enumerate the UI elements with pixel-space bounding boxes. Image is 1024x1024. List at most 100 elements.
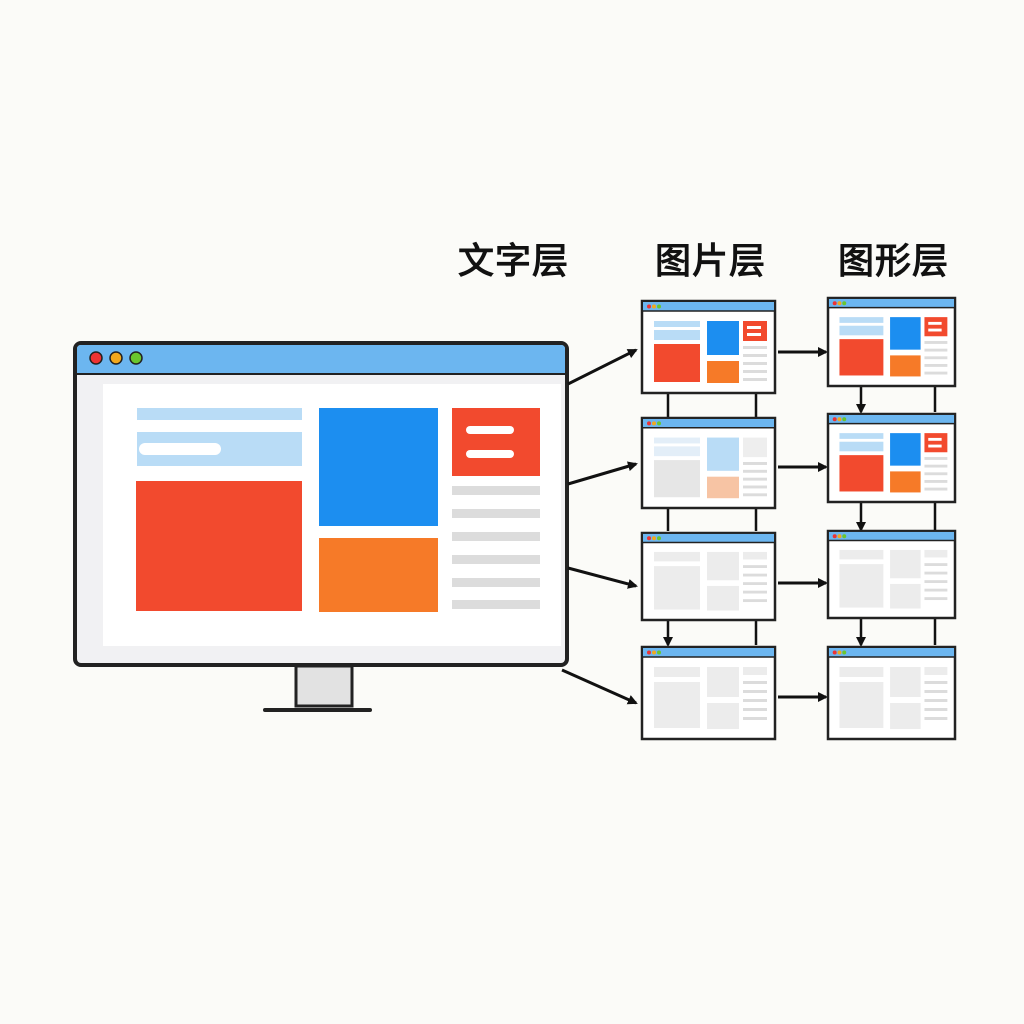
mini-maximize-dot-icon bbox=[657, 304, 661, 309]
mini-red-badge bbox=[924, 317, 948, 337]
sidebar-line-3 bbox=[452, 532, 540, 541]
mini-window-titlebar bbox=[828, 531, 955, 541]
mini-sidebar-line bbox=[743, 599, 767, 603]
mini-faded-header bbox=[654, 551, 700, 562]
sidebar-line-1 bbox=[452, 486, 540, 495]
mini-sidebar-line bbox=[924, 356, 948, 360]
badge-line-1 bbox=[466, 426, 514, 434]
mini-faded-block bbox=[707, 551, 739, 581]
mini-text-bar bbox=[839, 325, 884, 336]
mini-sidebar-line bbox=[924, 371, 948, 375]
text-bar-1 bbox=[137, 408, 302, 420]
mini-faded-block bbox=[839, 564, 884, 608]
monitor-titlebar bbox=[77, 345, 565, 373]
mini-close-dot-icon bbox=[832, 301, 837, 306]
mini-window-titlebar bbox=[828, 298, 955, 308]
mini-sidebar-line bbox=[743, 565, 767, 568]
mini-faded-block bbox=[890, 703, 921, 729]
maximize-dot-icon[interactable] bbox=[129, 351, 143, 365]
mini-window-titlebar bbox=[643, 302, 774, 311]
mini-minimize-dot-icon bbox=[652, 650, 656, 655]
arrow-to-w-1-2 bbox=[567, 461, 638, 486]
mini-sidebar-line bbox=[924, 597, 948, 601]
mini-window-w-1-4 bbox=[640, 645, 777, 741]
mini-badge-line bbox=[747, 333, 761, 336]
mini-sidebar-line bbox=[924, 717, 948, 720]
mini-sidebar-line bbox=[924, 708, 948, 711]
mini-window-w-2-2 bbox=[826, 412, 957, 504]
mini-minimize-dot-icon bbox=[652, 536, 656, 541]
mini-sidebar-line bbox=[743, 354, 767, 357]
mini-faded-header bbox=[839, 549, 884, 560]
mini-minimize-dot-icon bbox=[837, 301, 842, 306]
mini-orange-block bbox=[707, 361, 739, 383]
mini-maximize-dot-icon bbox=[657, 536, 661, 541]
mini-sidebar-line bbox=[743, 493, 767, 497]
mini-faded-block bbox=[654, 682, 700, 728]
mini-close-dot-icon bbox=[647, 650, 651, 655]
mini-maximize-dot-icon bbox=[842, 301, 847, 306]
mini-sidebar-line bbox=[924, 699, 948, 702]
monitor-stand-neck bbox=[294, 664, 354, 708]
mini-badge-line bbox=[928, 328, 942, 332]
mini-orange-block bbox=[890, 355, 921, 377]
mini-window-w-2-3 bbox=[826, 529, 957, 620]
mini-sidebar-line bbox=[924, 472, 948, 476]
mini-window-w-1-2 bbox=[640, 416, 777, 510]
mini-windows bbox=[640, 296, 957, 741]
mini-sidebar-line bbox=[743, 378, 767, 381]
mini-minimize-dot-icon bbox=[837, 650, 842, 655]
mini-badge-line bbox=[928, 321, 942, 325]
mini-faded-block bbox=[707, 585, 739, 611]
mini-badge-line bbox=[747, 326, 761, 329]
col1-connectors bbox=[663, 393, 758, 647]
minimize-dot-icon[interactable] bbox=[109, 351, 123, 365]
mini-close-dot-icon bbox=[832, 534, 837, 539]
header-image-layer: 图片层 bbox=[655, 241, 767, 282]
text-bar-highlight bbox=[139, 443, 221, 455]
mini-minimize-dot-icon bbox=[837, 417, 842, 422]
monitor bbox=[73, 341, 569, 712]
sidebar-line-6 bbox=[452, 600, 540, 609]
mini-sidebar-line bbox=[924, 681, 948, 684]
mini-close-dot-icon bbox=[647, 536, 651, 541]
mini-red-block bbox=[654, 344, 700, 382]
mini-text-bar bbox=[839, 433, 884, 439]
arrow-to-w-1-1 bbox=[567, 348, 638, 386]
mini-faded-block bbox=[890, 549, 921, 579]
arrow-to-w-1-3 bbox=[567, 566, 638, 589]
mini-minimize-dot-icon bbox=[652, 421, 656, 426]
mini-sidebar-line bbox=[743, 362, 767, 365]
mini-red-badge bbox=[743, 321, 767, 341]
mini-red-badge bbox=[743, 437, 767, 458]
mini-sidebar-line bbox=[924, 480, 948, 483]
mini-sidebar-line bbox=[743, 681, 767, 684]
mini-faded-block bbox=[890, 583, 921, 609]
mini-sidebar-line bbox=[924, 364, 948, 367]
mini-window-w-1-1 bbox=[640, 299, 777, 395]
mini-window-titlebar bbox=[643, 533, 774, 543]
mini-window-w-1-3 bbox=[640, 531, 777, 622]
close-dot-icon[interactable] bbox=[89, 351, 103, 365]
mini-sidebar-line bbox=[743, 690, 767, 693]
mini-sidebar-line bbox=[924, 457, 948, 460]
mini-text-bar bbox=[654, 446, 700, 457]
mini-badge-line bbox=[928, 437, 942, 441]
mini-orange-block bbox=[707, 476, 739, 499]
mini-sidebar-line bbox=[743, 477, 767, 481]
mini-window-titlebar bbox=[828, 648, 955, 657]
mini-sidebar-line bbox=[924, 487, 948, 491]
mini-red-block bbox=[839, 455, 884, 492]
mini-window-w-2-1 bbox=[826, 296, 957, 388]
header-graphic-layer: 图形层 bbox=[838, 241, 950, 282]
mini-sidebar-line bbox=[743, 462, 767, 465]
mini-faded-header bbox=[654, 667, 700, 677]
mini-red-block bbox=[839, 339, 884, 376]
mini-maximize-dot-icon bbox=[842, 650, 847, 655]
mini-window-titlebar bbox=[828, 414, 955, 424]
mini-faded-block bbox=[890, 667, 921, 697]
mini-blue-block bbox=[890, 317, 921, 350]
mini-sidebar-line bbox=[743, 717, 767, 720]
mini-badge-line bbox=[928, 444, 942, 448]
